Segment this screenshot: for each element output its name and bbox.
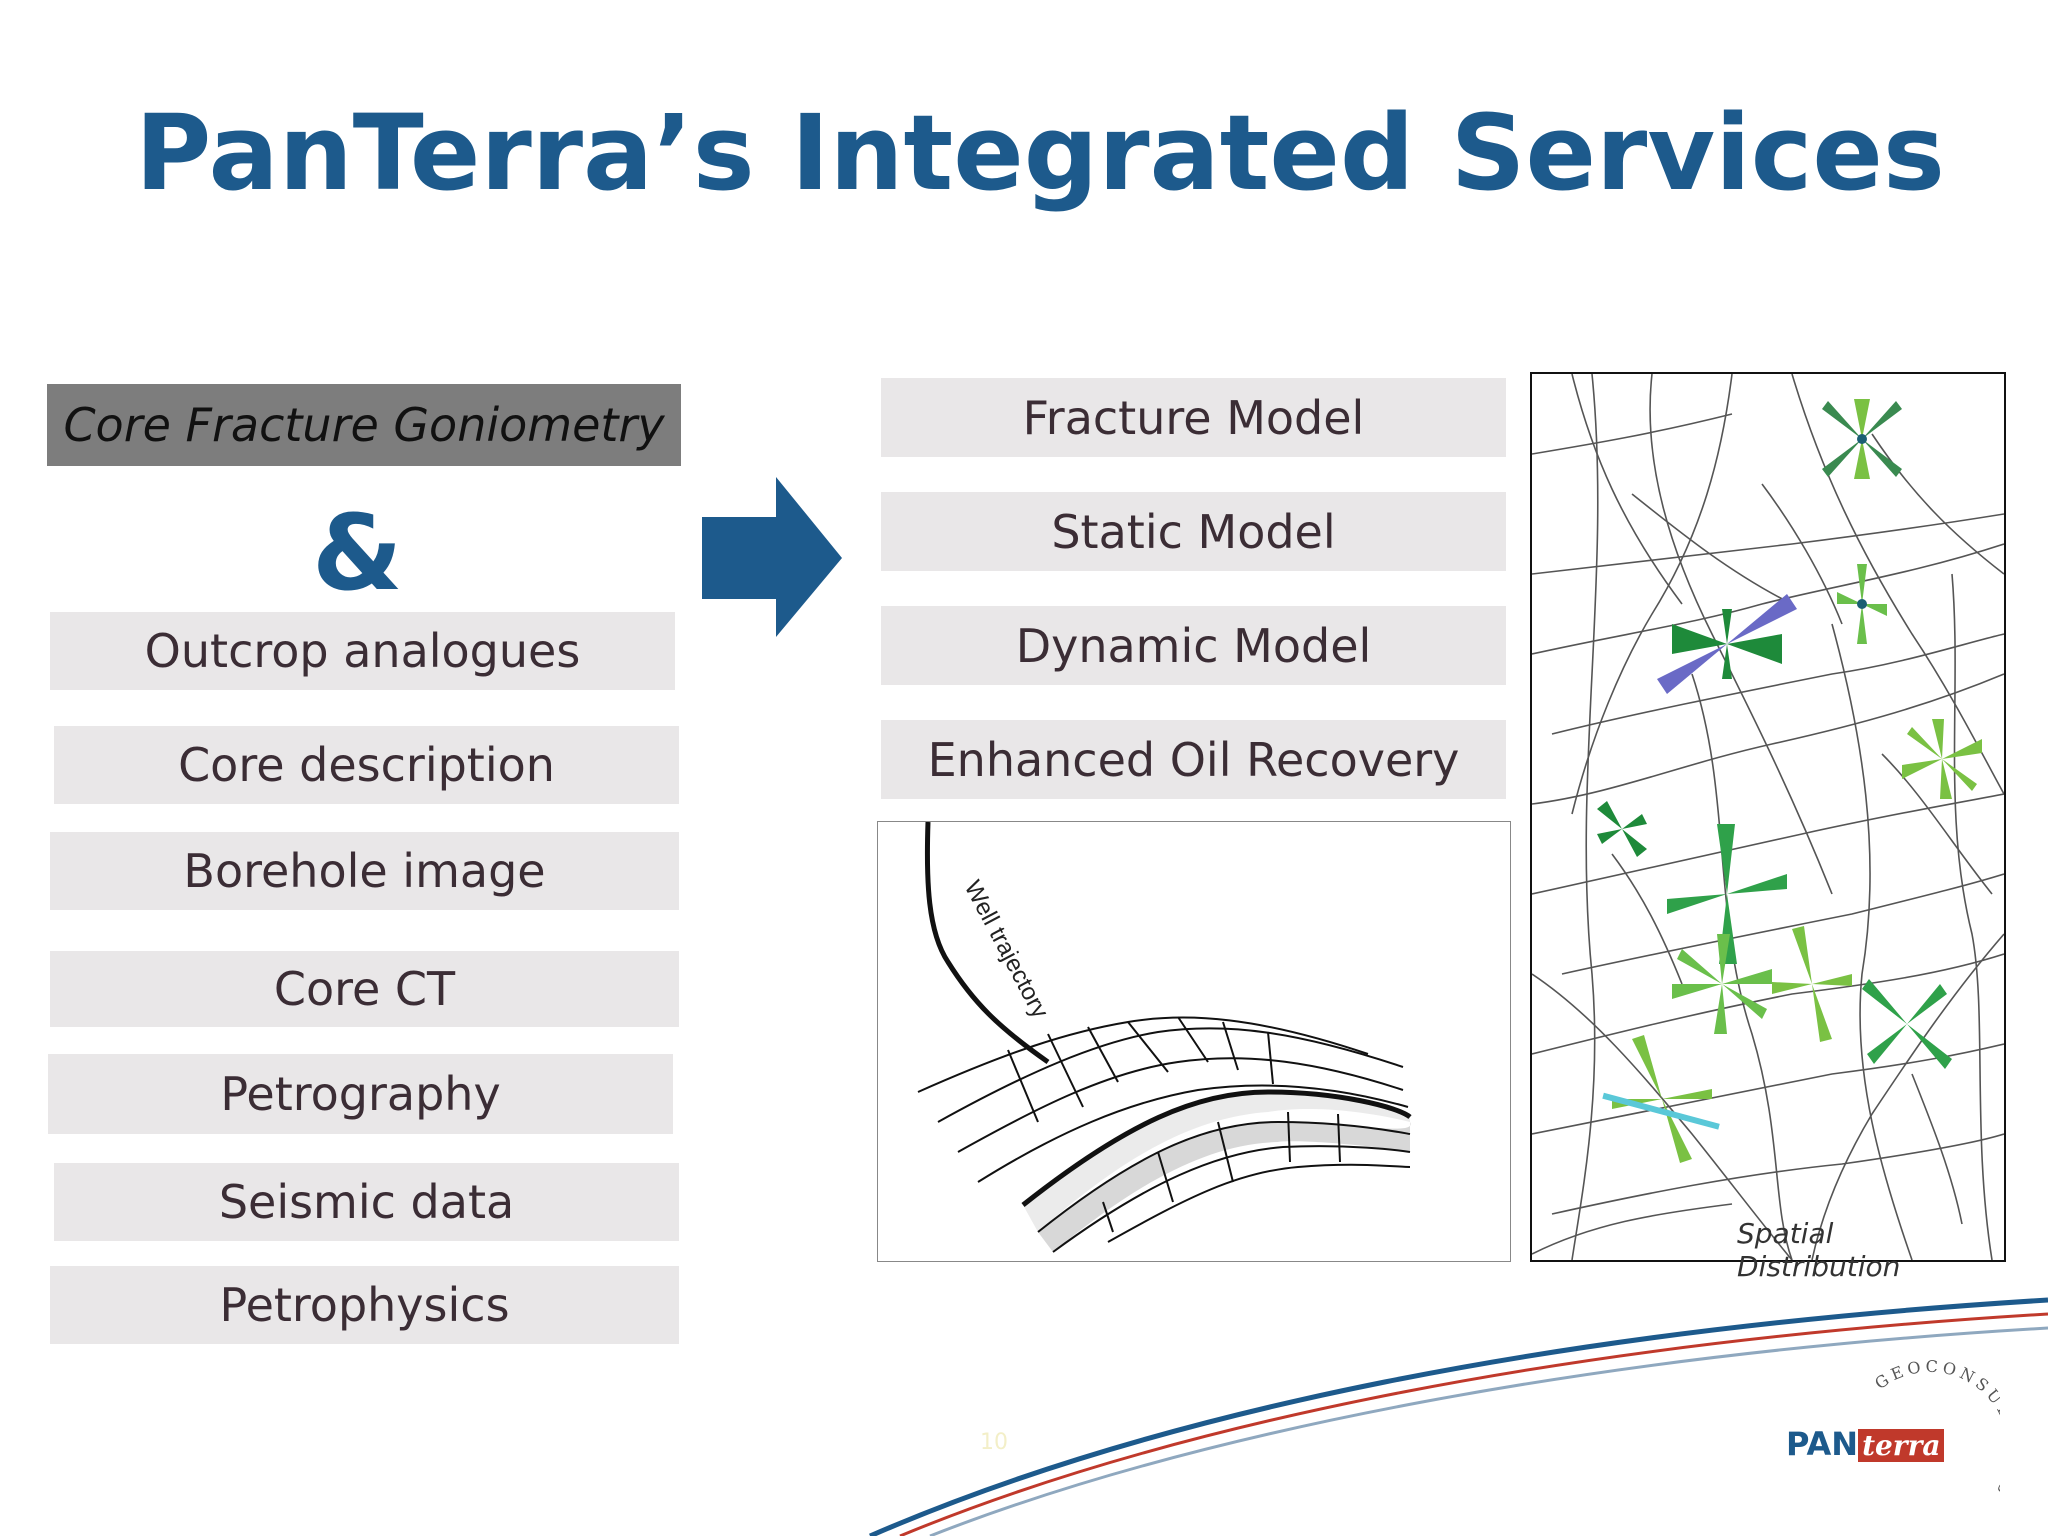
right-arrow-icon bbox=[702, 477, 842, 637]
outcrop-analogues-box: Outcrop analogues bbox=[50, 612, 675, 690]
rose-diagram-icon bbox=[1902, 719, 1982, 799]
well-trajectory-label: Well trajectory bbox=[959, 876, 1054, 1023]
fracture-network-graphic bbox=[1531, 373, 2005, 1261]
well-trajectory-diagram: Well trajectory bbox=[877, 821, 1511, 1262]
rose-diagram-icon bbox=[1772, 926, 1852, 1042]
seismic-data-box: Seismic data bbox=[54, 1163, 679, 1241]
reservoir-layers-graphic: Well trajectory bbox=[917, 821, 1412, 1253]
rose-diagram-icon bbox=[1597, 801, 1647, 857]
rose-diagram-icon bbox=[1672, 934, 1772, 1034]
page-number: 10 bbox=[980, 1430, 1008, 1455]
rose-diagram-icon bbox=[1822, 399, 1902, 479]
static-model-box: Static Model bbox=[881, 492, 1506, 571]
logo-pan-text: PAN bbox=[1786, 1425, 1859, 1463]
core-fracture-goniometry-box: Core Fracture Goniometry bbox=[47, 384, 681, 466]
rose-diagram-icon bbox=[1657, 594, 1797, 694]
rose-diagram-icon bbox=[1837, 564, 1887, 644]
rose-diagram-icon bbox=[1862, 979, 1952, 1069]
rose-diagram-icon bbox=[1602, 1092, 1720, 1130]
petrography-box: Petrography bbox=[48, 1054, 673, 1134]
fracture-model-box: Fracture Model bbox=[881, 378, 1506, 457]
core-ct-box: Core CT bbox=[50, 951, 679, 1027]
rose-diagram-icon bbox=[1612, 1035, 1712, 1163]
svg-text:GEOCONSULTANTS: GEOCONSULTANTS bbox=[1871, 1360, 2000, 1502]
spatial-distribution-caption: Spatial Distribution bbox=[1737, 1217, 1901, 1283]
fracture-network-map: Spatial Distribution bbox=[1530, 372, 2006, 1283]
ampersand: & bbox=[312, 492, 403, 614]
geoconsultants-text: GEOCONSULTANTS bbox=[1871, 1360, 2000, 1502]
petrophysics-box: Petrophysics bbox=[50, 1266, 679, 1344]
geoconsultants-ring-logo: GEOCONSULTANTS bbox=[1871, 1360, 2000, 1502]
core-description-box: Core description bbox=[54, 726, 679, 804]
logo-terra-text: terra bbox=[1858, 1429, 1945, 1462]
decorative-swoosh bbox=[869, 1297, 2048, 1536]
enhanced-oil-recovery-box: Enhanced Oil Recovery bbox=[881, 720, 1506, 799]
dynamic-model-box: Dynamic Model bbox=[881, 606, 1506, 685]
slide-title: PanTerra’s Integrated Services bbox=[135, 92, 1945, 214]
borehole-image-box: Borehole image bbox=[50, 832, 679, 910]
